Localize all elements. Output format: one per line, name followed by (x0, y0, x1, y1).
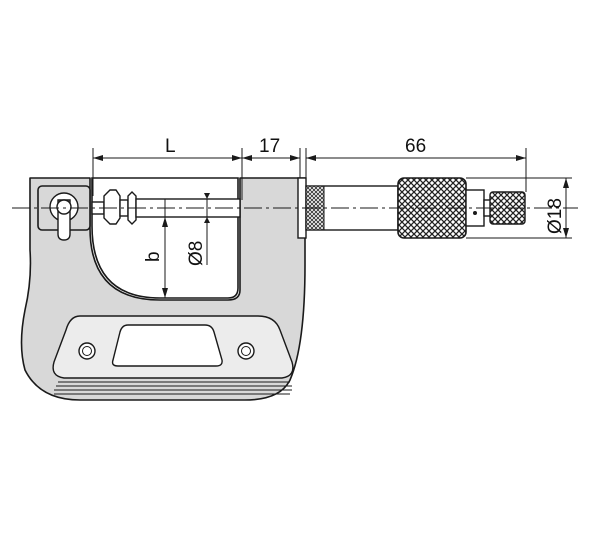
arrow-icon (204, 217, 210, 223)
screw-right-inner-icon (241, 346, 251, 356)
arrow-icon (232, 155, 242, 161)
dim-label-L: L (165, 136, 176, 157)
dim-label-17: 17 (259, 136, 280, 157)
arrow-icon (516, 155, 526, 161)
dim-label-66: 66 (405, 136, 426, 157)
frame-grip-inner (111, 324, 223, 367)
screw-left-icon (78, 342, 96, 360)
arrow-icon (93, 155, 103, 161)
dim-label-b: b (143, 251, 164, 262)
dim-label-dia18: Ø18 (545, 198, 566, 234)
arrow-icon (290, 155, 300, 161)
arrow-icon (563, 228, 569, 238)
arrow-icon (162, 288, 168, 298)
arrow-icon (563, 178, 569, 188)
screw-left-inner-icon (82, 346, 92, 356)
dim-label-dia8: Ø8 (186, 241, 207, 266)
screw-right-icon (237, 342, 255, 360)
arrow-icon (162, 217, 168, 227)
thimble-dot-icon (473, 211, 477, 215)
arrow-icon (204, 193, 210, 199)
lock-screw-icon (56, 199, 72, 215)
arrow-icon (306, 155, 316, 161)
anvil-tip (103, 189, 121, 225)
arrow-icon (242, 155, 252, 161)
